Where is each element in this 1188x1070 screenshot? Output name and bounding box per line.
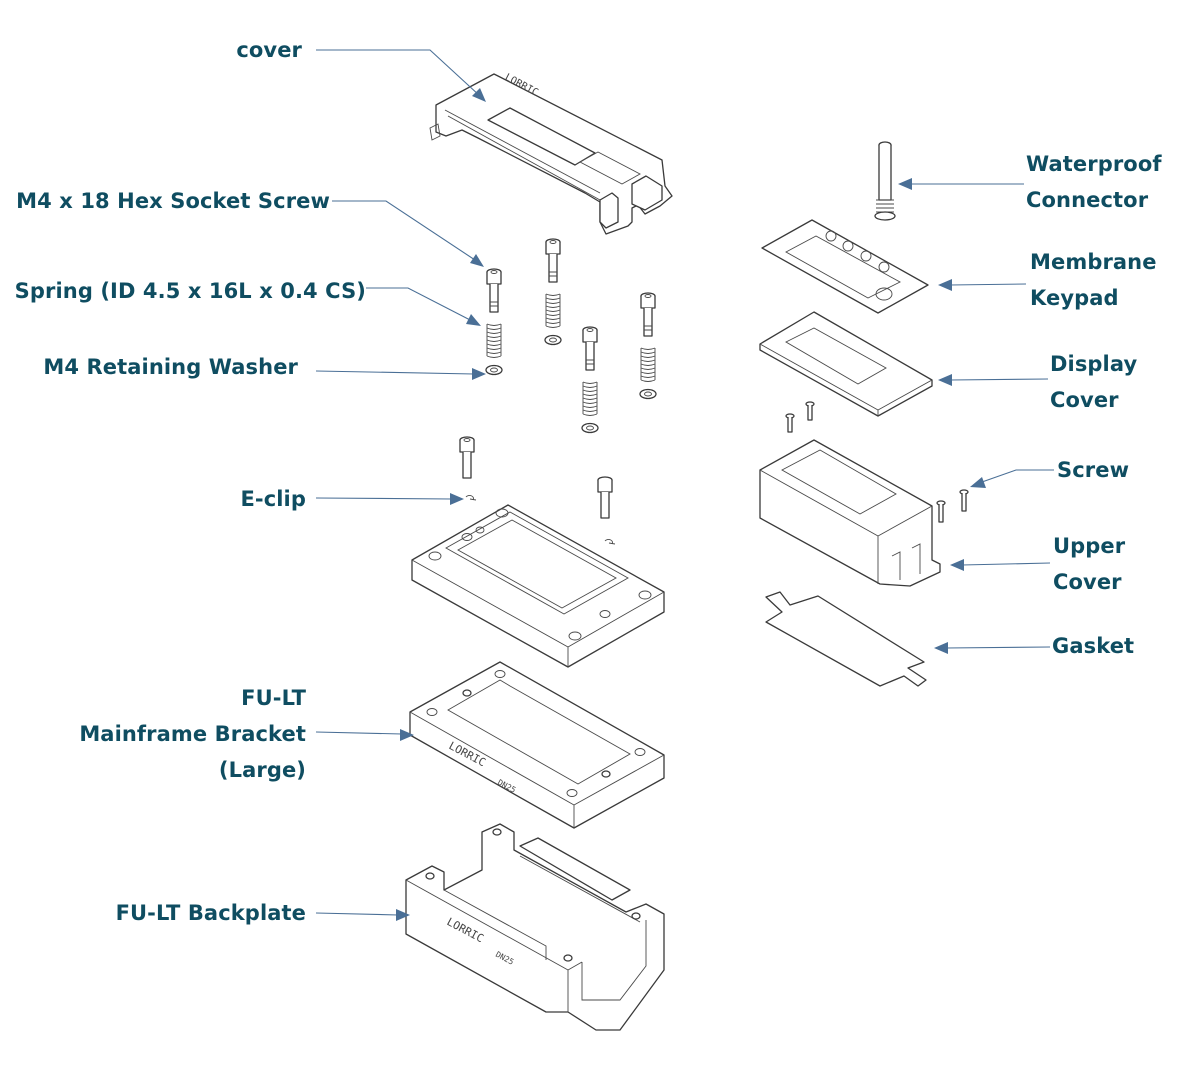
retaining-washer — [581, 422, 599, 434]
spring-coil — [582, 381, 598, 416]
label-upper-cover-line2: Cover — [1053, 570, 1122, 594]
e-clip-left — [465, 495, 477, 501]
spring-coil — [545, 293, 561, 328]
label-mainframe-bracket-line1: FU-LT — [241, 686, 306, 710]
label-membrane-keypad: Membrane Keypad — [1030, 244, 1157, 316]
retaining-washer — [639, 388, 657, 400]
label-spring: Spring (ID 4.5 x 16L x 0.4 CS) — [15, 273, 366, 309]
label-spring-text: Spring (ID 4.5 x 16L x 0.4 CS) — [14, 279, 366, 303]
label-waterproof-connector-line1: Waterproof — [1026, 152, 1162, 176]
label-waterproof-connector: Waterproof Connector — [1026, 146, 1162, 218]
label-e-clip: E-clip — [240, 481, 306, 517]
label-screw: Screw — [1057, 452, 1129, 488]
label-cover: cover — [236, 32, 302, 68]
e-clip-screws — [459, 436, 616, 545]
backplate-part: LORRIC DN25 — [405, 823, 665, 1031]
label-gasket: Gasket — [1052, 628, 1134, 664]
label-screw-text: Screw — [1057, 458, 1130, 482]
screw-spring-washer-sets — [485, 238, 657, 434]
label-display-cover-line2: Cover — [1050, 388, 1119, 412]
label-mainframe-bracket-line3: (Large) — [218, 758, 306, 782]
label-display-cover-line1: Display — [1050, 352, 1138, 376]
retaining-washer — [544, 334, 562, 346]
hex-screw-shank — [643, 308, 653, 337]
label-backplate-text: FU-LT Backplate — [115, 901, 306, 925]
small-screws — [785, 401, 969, 523]
label-membrane-keypad-line2: Keypad — [1030, 286, 1119, 310]
label-backplate: FU-LT Backplate — [116, 895, 306, 931]
waterproof-connector-part — [874, 141, 896, 221]
gasket-part — [765, 591, 927, 687]
label-mainframe-bracket: FU-LT Mainframe Bracket (Large) — [79, 680, 306, 788]
leader-lines — [315, 49, 1054, 921]
hex-screw-shank — [489, 284, 499, 313]
hex-screw-shank — [548, 254, 558, 283]
mainframe-bracket-part: LORRIC DN25 — [409, 661, 665, 829]
membrane-keypad-part — [761, 219, 929, 314]
e-clip-right — [604, 539, 616, 545]
retaining-washer — [485, 364, 503, 376]
label-upper-cover-line1: Upper — [1053, 534, 1126, 558]
label-cover-text: cover — [236, 38, 302, 62]
label-upper-cover: Upper Cover — [1053, 528, 1125, 600]
label-hex-socket-screw-text: M4 x 18 Hex Socket Screw — [16, 189, 330, 213]
label-e-clip-text: E-clip — [240, 487, 306, 511]
hex-screw-shank — [585, 342, 595, 371]
spring-coil — [640, 347, 656, 382]
upper-cover-part — [759, 439, 941, 587]
label-hex-socket-screw: M4 x 18 Hex Socket Screw — [16, 183, 330, 219]
label-display-cover: Display Cover — [1050, 346, 1137, 418]
label-mainframe-bracket-line2: Mainframe Bracket — [79, 722, 306, 746]
label-retaining-washer-text: M4 Retaining Washer — [43, 355, 298, 379]
spring-coil — [486, 323, 502, 358]
display-cover-part — [759, 311, 933, 417]
cover-part: LORRIC — [429, 72, 673, 235]
label-retaining-washer: M4 Retaining Washer — [43, 349, 298, 385]
label-membrane-keypad-line1: Membrane — [1030, 250, 1157, 274]
label-gasket-text: Gasket — [1052, 634, 1135, 658]
label-waterproof-connector-line2: Connector — [1026, 188, 1149, 212]
base-plate-part — [411, 504, 665, 668]
